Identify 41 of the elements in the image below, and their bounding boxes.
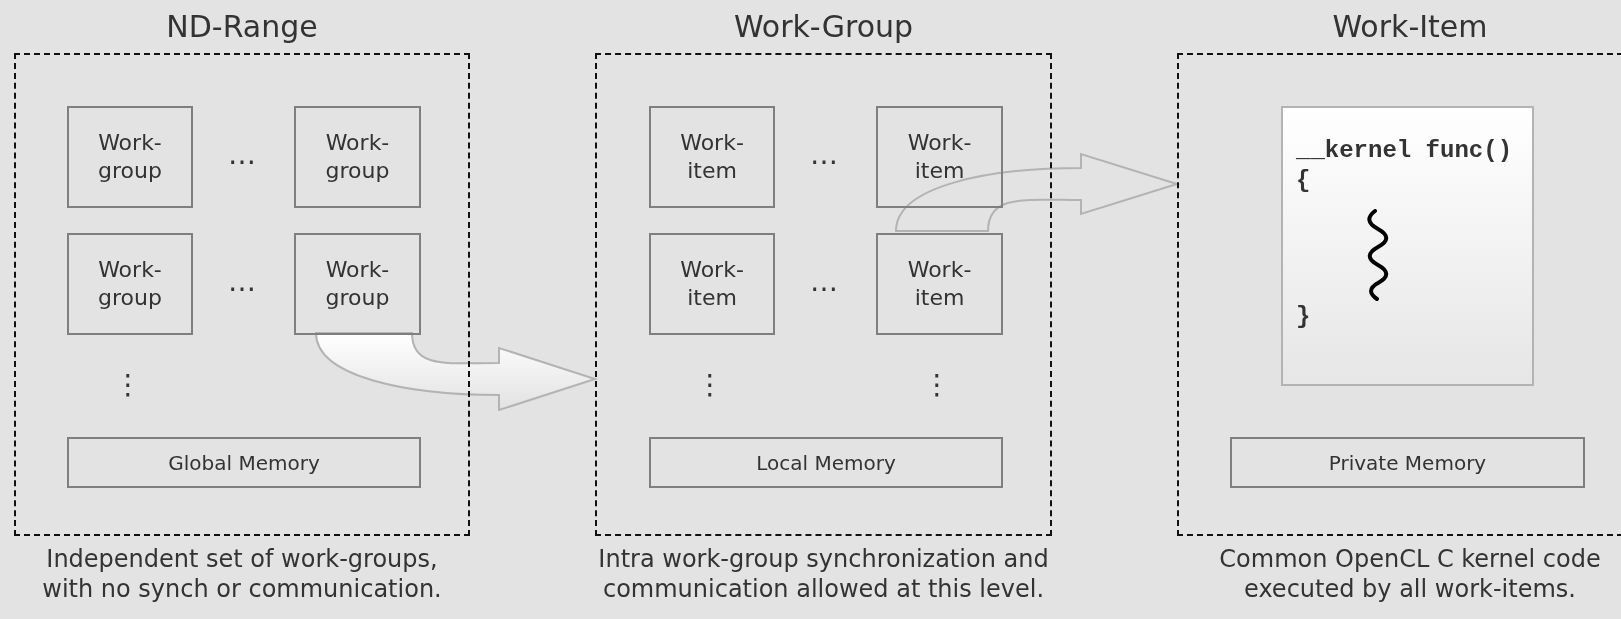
ellipsis: ⋮ (923, 370, 951, 400)
process-box (649, 106, 775, 208)
box-label: Work-item (907, 129, 972, 185)
panel-caption: Intra work-group synchronization and communication allowed at this level. (597, 544, 1050, 604)
memory-box (1230, 437, 1585, 488)
ellipsis: … (228, 267, 256, 297)
memory-box (649, 437, 1003, 488)
box-label: Global Memory (168, 449, 320, 477)
panel-title: Work-Group (732, 9, 915, 45)
ellipsis: … (228, 140, 256, 170)
process-box (67, 233, 193, 335)
block-arrow (315, 332, 596, 411)
process-box (67, 106, 193, 208)
box-label: Work-item (907, 256, 972, 312)
box-label: Work-group (98, 129, 162, 185)
box-label: Private Memory (1328, 449, 1487, 477)
process-box (294, 106, 421, 208)
block-arrow (895, 153, 1178, 232)
code-line: } (1296, 304, 1311, 330)
process-box (876, 233, 1003, 335)
ellipsis: … (810, 140, 838, 170)
process-box (294, 233, 421, 335)
box-label: Work-group (98, 256, 162, 312)
panel-caption: Common OpenCL C kernel code executed by all work-items. (1218, 544, 1602, 604)
box-label: Work-group (325, 256, 390, 312)
ellipsis: ⋮ (114, 370, 142, 400)
box-label: Work-item (680, 256, 744, 312)
code-line: __kernel func() (1296, 138, 1513, 164)
box-label: Work-group (325, 129, 390, 185)
box-label: Local Memory (756, 449, 896, 477)
panel-title: Work-Item (1331, 9, 1489, 45)
panel-title: ND-Range (165, 9, 319, 45)
code-box (1281, 106, 1534, 386)
ellipsis: … (810, 267, 838, 297)
ellipsis: ⋮ (696, 370, 724, 400)
process-box (649, 233, 775, 335)
code-line: { (1296, 168, 1311, 194)
panel-caption: Independent set of work-groups, with no synch or communication. (41, 544, 443, 604)
memory-box (67, 437, 421, 488)
process-box (876, 106, 1003, 208)
box-label: Work-item (680, 129, 744, 185)
